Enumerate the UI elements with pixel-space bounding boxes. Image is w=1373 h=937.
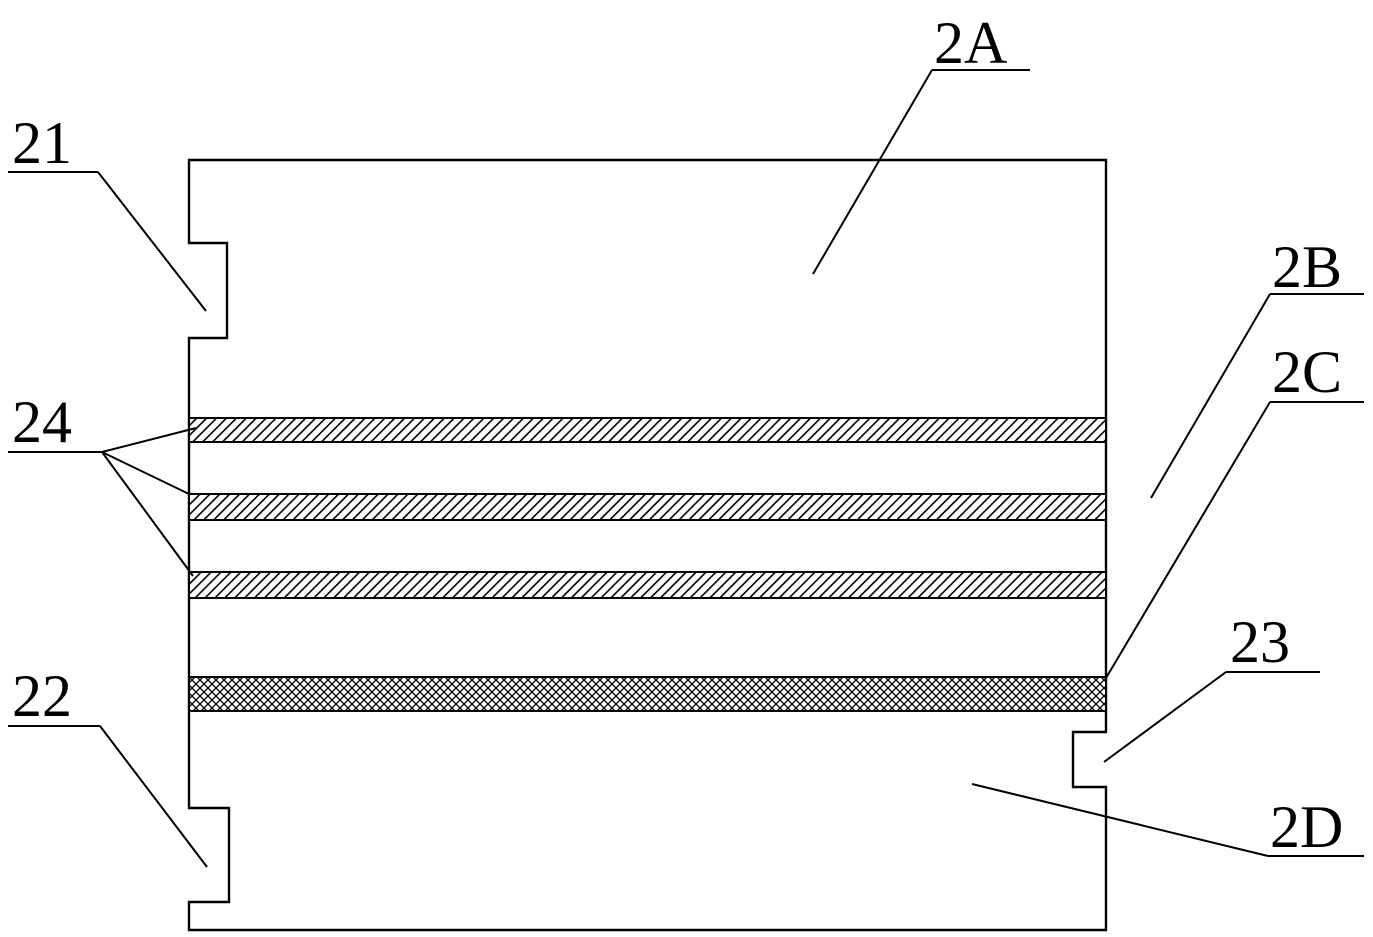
- band-24-1: [188, 417, 1107, 443]
- leader-21: [97, 171, 207, 312]
- leader-23: [1103, 671, 1227, 763]
- leader-2C: [1105, 401, 1271, 679]
- label-22: 22: [12, 663, 72, 729]
- label-2D: 2D: [1270, 794, 1343, 860]
- band-2C: [188, 676, 1107, 712]
- leader-2D: [971, 783, 1269, 857]
- band-24-3: [188, 571, 1107, 599]
- leader-24-c: [101, 451, 194, 577]
- label-2C: 2C: [1272, 339, 1342, 405]
- label-2A: 2A: [934, 10, 1007, 76]
- leader-24-b: [101, 451, 190, 495]
- structure-body: [187, 158, 1108, 932]
- leader-2B: [1150, 293, 1271, 499]
- leader-22: [99, 725, 208, 868]
- label-23: 23: [1230, 609, 1290, 675]
- label-21: 21: [12, 110, 72, 176]
- band-24-2: [188, 493, 1107, 521]
- leader-24-a: [101, 427, 197, 453]
- label-2B: 2B: [1272, 234, 1342, 300]
- label-24: 24: [12, 389, 72, 455]
- leader-2A: [812, 69, 933, 275]
